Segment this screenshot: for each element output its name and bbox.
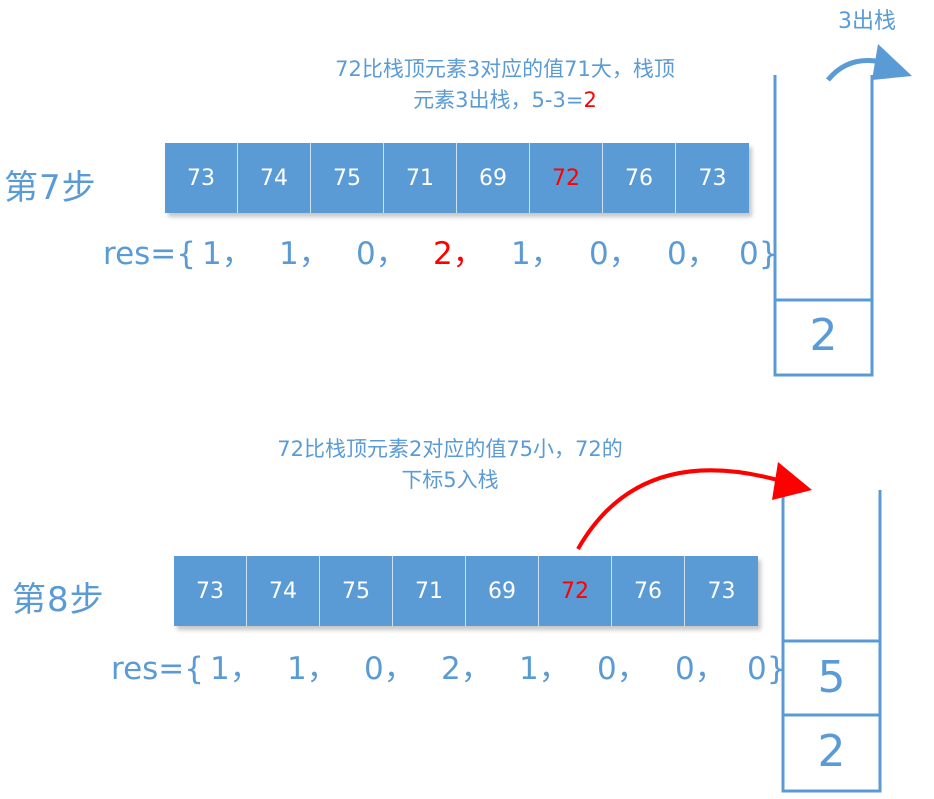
step8-array-cell: 74 — [247, 556, 320, 626]
step8-res-value: 1， — [287, 651, 338, 687]
step8-array-cell: 75 — [320, 556, 393, 626]
step7-res-value: 0} — [739, 236, 779, 272]
step8-caption-line2: 下标5入栈 — [401, 468, 499, 492]
step8-array-cell: 69 — [466, 556, 539, 626]
step8-array-cell: 73 — [174, 556, 247, 626]
step7-res-value: 0， — [667, 236, 718, 272]
step7-caption: 72比栈顶元素3对应的值71大，栈顶 元素3出栈，5-3=2 — [255, 54, 755, 116]
step7-array-cell: 73 — [165, 143, 238, 213]
step8-label: 第8步 — [12, 580, 105, 620]
step8-stack-item: 2 — [817, 726, 846, 777]
step7-stack-item: 2 — [809, 310, 838, 361]
step7-pop-label: 3出栈 — [838, 9, 896, 34]
step8-push-arrow-curve — [576, 468, 786, 550]
step8-caption: 72比栈顶元素2对应的值75小，72的 下标5入栈 — [200, 434, 700, 496]
step8-res-prefix: res={ — [111, 651, 204, 687]
step7-caption-line2-value: 2 — [583, 88, 597, 112]
step7-array-cell: 69 — [457, 143, 530, 213]
step8-res: res={ 1， 1， 0， 2， 1， 0， 0， 0} — [111, 643, 786, 688]
step7-res-value: 2， — [433, 236, 484, 272]
step8-caption-line1: 72比栈顶元素2对应的值75小，72的 — [277, 437, 623, 461]
step7-res-value: 1， — [279, 236, 330, 272]
step7-res-value: 0， — [356, 236, 407, 272]
step7-array-cell: 75 — [311, 143, 384, 213]
step7-stack-outline — [773, 75, 874, 377]
step8-array-cell: 71 — [393, 556, 466, 626]
step7-array-cell: 71 — [384, 143, 457, 213]
step8-array-cell: 72 — [539, 556, 612, 626]
step8-res-value: 1， — [519, 651, 570, 687]
step7-caption-line2-prefix: 元素3出栈，5-3= — [413, 88, 584, 112]
step8-array-cell: 76 — [612, 556, 685, 626]
step8-res-value: 2， — [441, 651, 492, 687]
step8-res-value: 0， — [675, 651, 726, 687]
step8-res-value: 0} — [747, 651, 787, 687]
step7-res-value: 0， — [589, 236, 640, 272]
step7-label: 第7步 — [4, 168, 97, 208]
step8-stack-item: 5 — [817, 652, 846, 703]
step7-array-cell: 74 — [238, 143, 311, 213]
step8-array-cell: 73 — [685, 556, 758, 626]
step8-res-value: 0， — [364, 651, 415, 687]
step7-caption-line1: 72比栈顶元素3对应的值71大，栈顶 — [335, 57, 675, 81]
step7-array-cell: 72 — [530, 143, 603, 213]
step7-pop-arrow-head — [872, 44, 912, 80]
step7-array-cell: 76 — [603, 143, 676, 213]
step7-res: res={ 1， 1， 0， 2， 1， 0， 0， 0} — [103, 228, 778, 273]
step7-array-cell: 73 — [676, 143, 749, 213]
step7-array: 73 74 75 71 69 72 76 73 — [165, 143, 749, 213]
step8-res-value: 0， — [597, 651, 648, 687]
step8-res-value: 1， — [210, 651, 261, 687]
step7-caption-line2: 元素3出栈，5-3=2 — [255, 85, 755, 116]
step8-array: 73 74 75 71 69 72 76 73 — [174, 556, 758, 626]
step7-res-prefix: res={ — [103, 236, 196, 272]
step8-push-arrow-head — [772, 462, 812, 500]
step7-res-value: 1， — [511, 236, 562, 272]
step7-res-value: 1， — [202, 236, 253, 272]
